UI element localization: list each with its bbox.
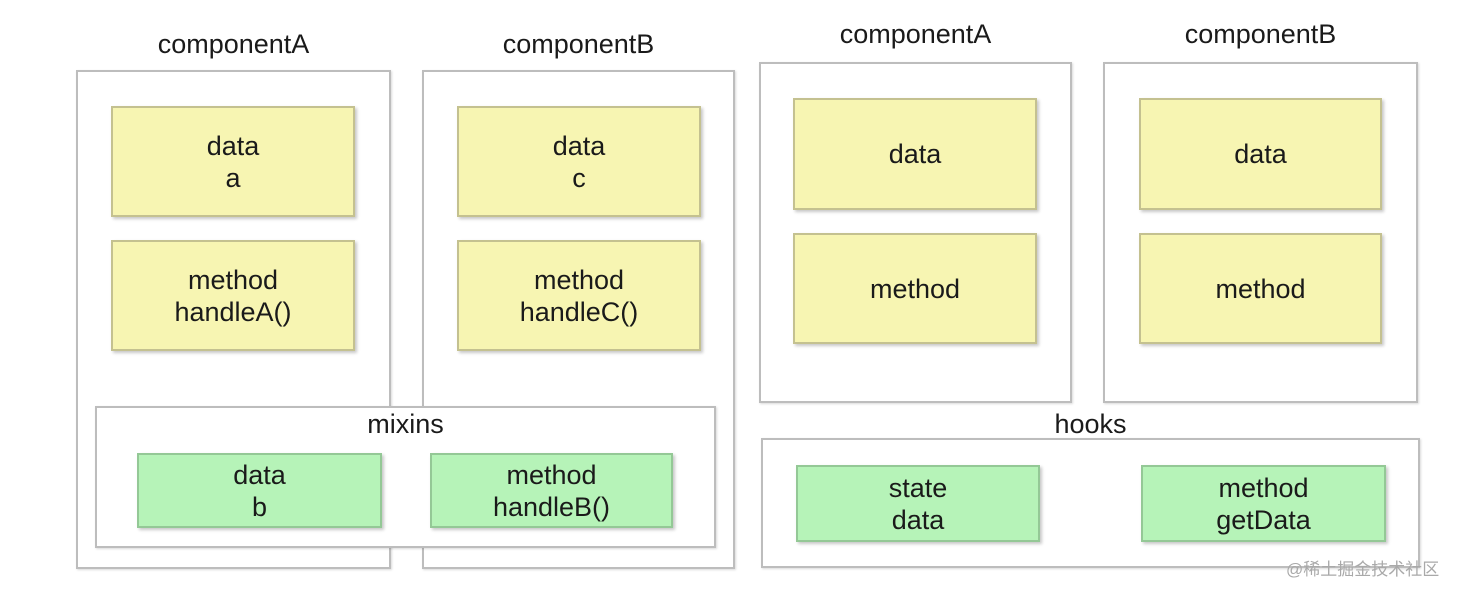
right-component-a-data-box: data (793, 98, 1037, 210)
box-label: data (233, 459, 286, 490)
right-component-a-method-box: method (793, 233, 1037, 344)
right-component-a-title: componentA (839, 19, 992, 49)
box-value: handleB() (492, 491, 611, 522)
box-value: data (891, 504, 945, 535)
left-component-b-title: componentB (502, 29, 655, 59)
box-label: method (506, 459, 597, 490)
box-label: data (888, 139, 942, 169)
box-label: data (552, 130, 606, 161)
box-value: handleC() (519, 296, 639, 327)
left-component-a-method-box: method handleA() (111, 240, 355, 351)
right-component-b-method-box: method (1139, 233, 1382, 344)
box-label: method (1215, 273, 1306, 304)
box-label: data (1234, 139, 1287, 169)
box-value: b (251, 491, 268, 522)
mixins-data-box: data b (137, 453, 382, 528)
hooks-method-box: method getData (1141, 465, 1386, 542)
hooks-state-box: state data (796, 465, 1040, 542)
mixins-title: mixins (367, 409, 444, 439)
box-value: a (225, 162, 241, 193)
box-label: data (206, 130, 260, 161)
mixins-method-box: method handleB() (430, 453, 673, 528)
right-component-b-title: componentB (1184, 19, 1337, 49)
box-label: method (187, 264, 279, 295)
watermark-text: @稀土掘金技术社区 (1286, 560, 1440, 579)
left-component-b-data-box: data c (457, 106, 701, 217)
left-component-b-method-box: method handleC() (457, 240, 701, 351)
box-value: c (572, 162, 586, 193)
left-component-a-data-box: data a (111, 106, 355, 217)
box-value: handleA() (174, 296, 292, 327)
box-label: method (533, 264, 625, 295)
right-component-b-data-box: data (1139, 98, 1382, 210)
left-component-a-title: componentA (157, 29, 310, 59)
box-value: getData (1216, 504, 1311, 535)
hooks-title: hooks (1054, 409, 1127, 439)
box-label: method (869, 273, 961, 304)
box-label: state (888, 472, 948, 503)
box-label: method (1218, 472, 1309, 503)
